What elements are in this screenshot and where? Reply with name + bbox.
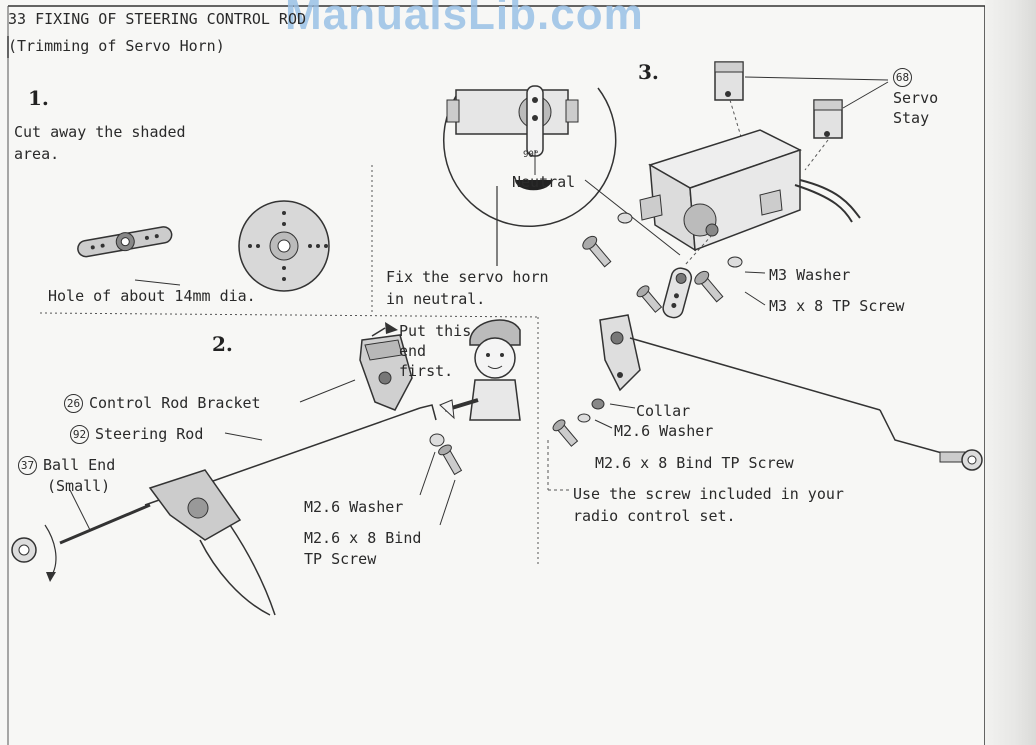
steering-rod-label: 92 Steering Rod [70,424,203,444]
step-1-instruction-line1: Cut away the shaded [14,123,186,141]
m26-washer-label-2: M2.6 Washer [304,498,404,516]
neutral-detail-circle [442,85,617,228]
control-rod-bracket-2 [359,334,413,411]
pliers [148,469,276,616]
section-subtitle: (Trimming of Servo Horn) [8,37,225,55]
step-1-instruction-line2: area. [14,145,60,163]
m3-screw-label: M3 x 8 TP Screw [769,297,905,315]
control-rod-bracket-text: Control Rod Bracket [89,394,261,412]
page-binding-edge [985,0,1036,745]
neutral-instruction-line2: in neutral. [386,290,486,308]
part-number-badge: 37 [18,456,37,475]
m26-washer-2 [429,433,445,447]
radio-screw-note-line2: radio control set. [573,507,736,525]
neutral-instruction-line1: Fix the servo horn [386,268,549,286]
m26-screw-2 [438,444,463,476]
put-this-end-line2: end [399,342,427,360]
servo-stay-number: 68 [893,67,912,87]
m26-screw [552,419,579,447]
control-rod-bracket-label: 26 Control Rod Bracket [64,393,261,413]
servo-stay-line1: Servo [893,89,939,107]
steering-rod-3 [629,337,881,411]
step-1-number: 1. [28,86,49,110]
m3-washer-label: M3 Washer [769,266,851,284]
part-number-badge: 26 [64,394,83,413]
servo-horn-arm [77,226,173,258]
collar [591,398,605,410]
control-rod-bracket-3 [599,314,641,392]
servo-horn [662,267,693,319]
put-this-end-line3: first. [399,362,454,380]
steering-rod-text: Steering Rod [95,425,204,443]
ball-end-2 [11,503,151,563]
servo-stay-top [714,61,744,101]
part-number-badge: 68 [893,68,912,87]
m3-washer-right [727,256,743,268]
ball-end-label: 37 Ball End [18,455,115,475]
section-title: 33 FIXING OF STEERING CONTROL ROD [8,10,307,28]
m26-screw-label-2-line1: M2.6 x 8 Bind [304,529,422,547]
separator-horizontal [39,312,541,318]
mascot-illustration [439,319,521,421]
horn-screw [636,285,663,313]
m3-screw-right [694,270,724,303]
neutral-label: Neutral [512,173,576,191]
watermark: ManualsLib.com [285,0,644,39]
m3-washer-left [617,212,633,224]
radio-screw-note-line1: Use the screw included in your [573,485,844,503]
ball-end-size: (Small) [47,477,111,495]
m26-screw-label: M2.6 x 8 Bind TP Screw [595,454,794,472]
servo-body [639,129,861,252]
angle-label: 90° [523,150,540,160]
m26-washer-label: M2.6 Washer [614,422,714,440]
step-2-number: 2. [212,332,233,356]
step-3-number: 3. [638,60,659,84]
ball-end-text: Ball End [43,456,116,474]
servo-stay-bottom [813,99,843,139]
ball-end-3 [939,449,983,471]
m26-washer [577,413,591,423]
put-this-end-line1: Put this [399,322,472,340]
hole-size-label: Hole of about 14mm dia. [48,287,256,305]
collar-label: Collar [636,402,691,420]
m3-screw-left [582,235,612,268]
part-number-badge: 92 [70,425,89,444]
servo-horn-disc [238,200,330,292]
m26-screw-label-2-line2: TP Screw [304,550,377,568]
servo-stay-line2: Stay [893,109,930,127]
